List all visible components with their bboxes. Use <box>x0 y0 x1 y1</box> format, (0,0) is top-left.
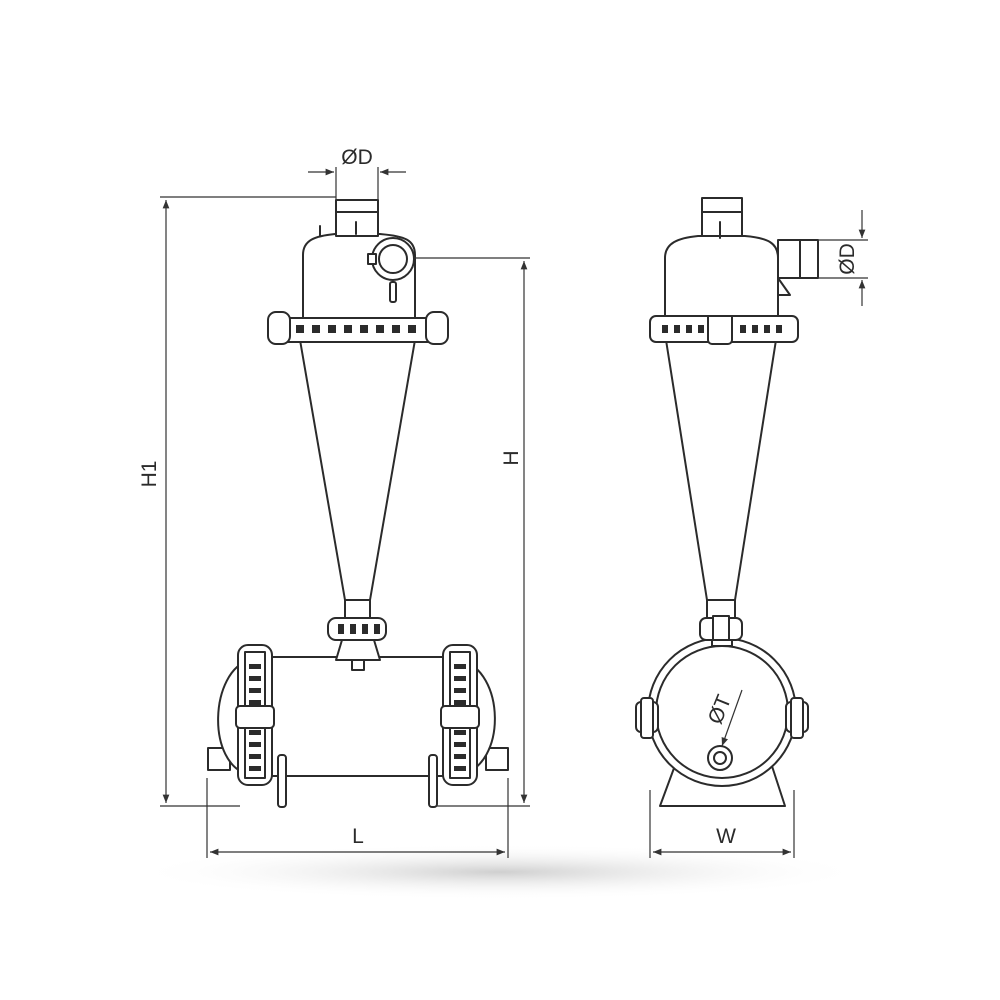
label-length: L <box>352 825 364 848</box>
label-inlet-diameter-side: ØD <box>836 243 859 275</box>
label-overall-height: H1 <box>138 461 161 488</box>
front-view <box>207 199 509 808</box>
label-inlet-diameter-front: ØD <box>341 146 373 169</box>
label-width: W <box>716 825 736 848</box>
dimension-lines <box>160 167 868 858</box>
side-view <box>635 197 819 807</box>
ground-shadow <box>130 844 870 900</box>
label-height: H <box>500 450 523 465</box>
